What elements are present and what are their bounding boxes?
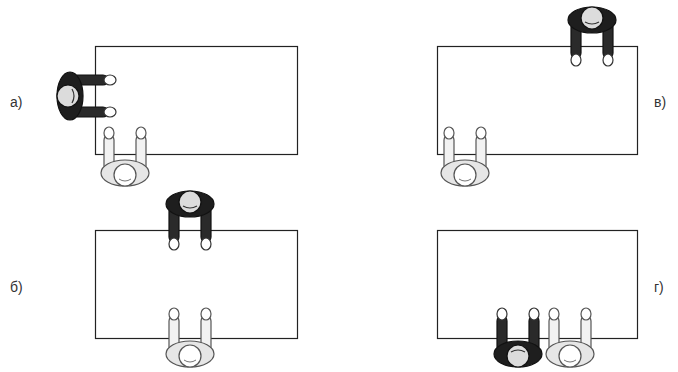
person-light (441, 127, 489, 186)
person-dark (568, 7, 616, 66)
person-dark (494, 308, 542, 367)
panel-letter: в) (654, 95, 666, 109)
person-dark (57, 72, 116, 120)
person-light (101, 127, 149, 186)
table (96, 47, 298, 155)
person-dark (166, 191, 214, 250)
panel-letter: б) (10, 280, 23, 294)
panel-letter: а) (10, 95, 22, 109)
person-light (166, 308, 214, 367)
table (96, 231, 298, 339)
panel-letter: г) (654, 280, 664, 294)
person-light (546, 308, 594, 367)
